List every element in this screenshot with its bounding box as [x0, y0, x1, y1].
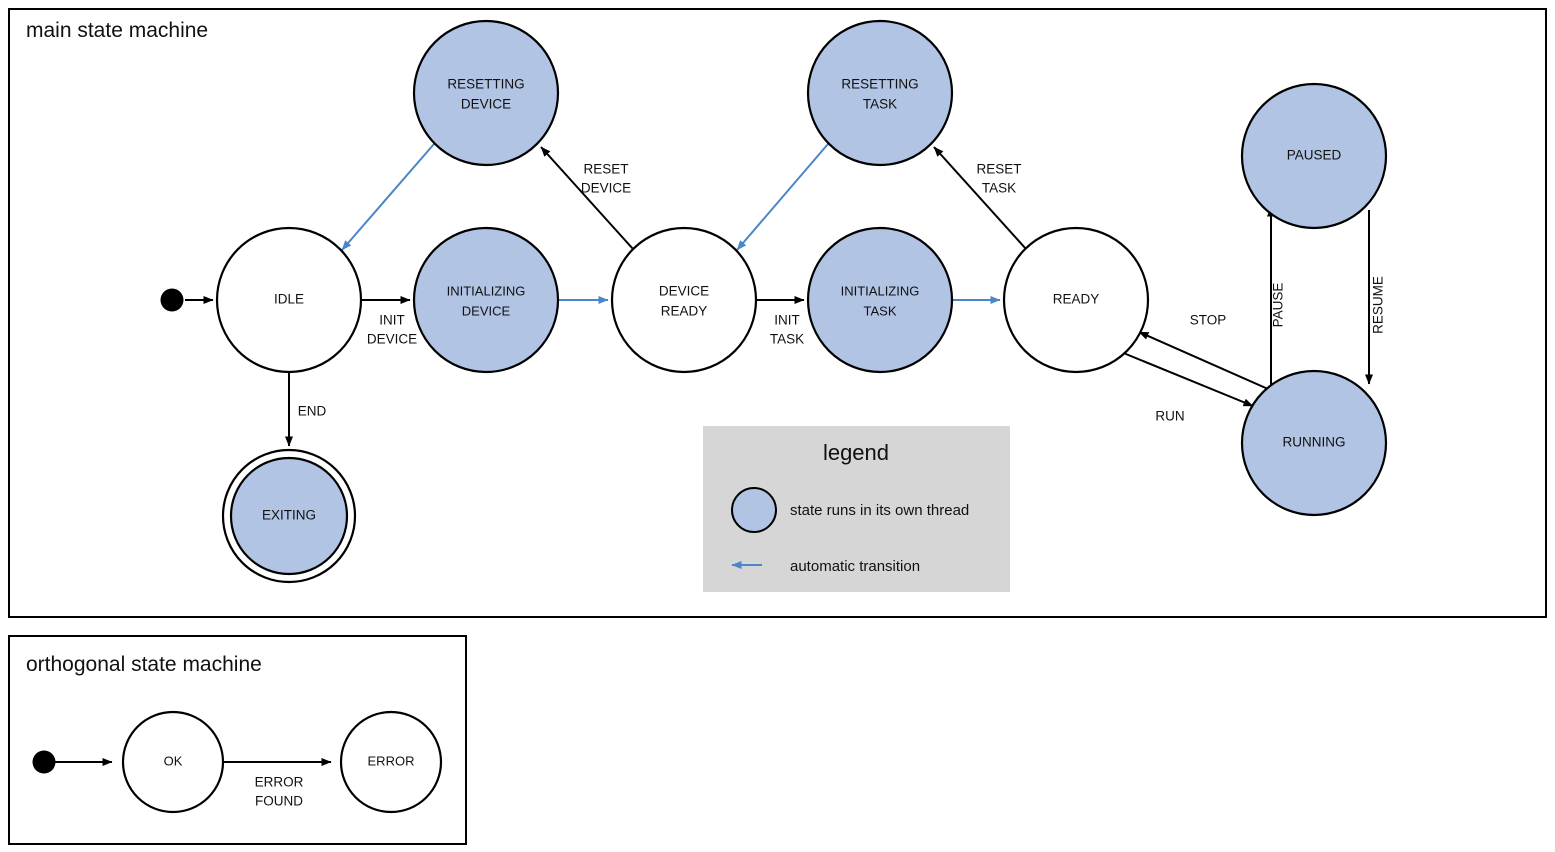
state-ready-label: READY: [1053, 292, 1100, 307]
transition-ready-to-running: [1120, 351, 1254, 407]
initial-state-dot[interactable]: [160, 288, 184, 312]
state-initializing-task[interactable]: INITIALIZING TASK: [806, 226, 954, 374]
state-exiting-label: EXITING: [262, 508, 316, 523]
transition-label-reset-task-line1: RESET: [976, 162, 1021, 177]
transition-label-resume: RESUME: [1371, 276, 1386, 334]
transition-label-reset-task-line2: TASK: [982, 181, 1016, 196]
state-ok-label: OK: [164, 753, 183, 768]
state-resetting-device-label-line1: RESETTING: [447, 77, 524, 92]
state-resetting-task-circle[interactable]: [806, 19, 954, 167]
state-initializing-device-label-line1: INITIALIZING: [447, 283, 526, 298]
state-exiting-outer-ring: [221, 448, 357, 584]
transition-label-init-task-line2: TASK: [770, 332, 804, 347]
state-running[interactable]: RUNNING: [1240, 369, 1388, 517]
state-device-ready-circle[interactable]: [610, 226, 758, 374]
legend-title: legend: [823, 440, 889, 465]
state-idle-label: IDLE: [274, 292, 304, 307]
state-ok[interactable]: OK: [121, 710, 225, 814]
state-ready[interactable]: READY: [1002, 226, 1150, 374]
transition-resetting-task-to-device-ready: [736, 143, 829, 251]
state-paused-label: PAUSED: [1287, 148, 1342, 163]
state-resetting-task[interactable]: RESETTING TASK: [806, 19, 954, 167]
state-paused[interactable]: PAUSED: [1240, 82, 1388, 230]
state-initializing-task-label-line2: TASK: [864, 303, 897, 318]
state-idle[interactable]: IDLE: [215, 226, 363, 374]
state-exiting-circle[interactable]: [229, 456, 349, 576]
orthogonal-state-machine-title: orthogonal state machine: [26, 653, 262, 676]
transition-label-error-found-line2: FOUND: [255, 794, 303, 809]
state-running-label: RUNNING: [1283, 435, 1346, 450]
state-ok-circle[interactable]: [121, 710, 225, 814]
transition-label-init-device-line1: INIT: [379, 313, 405, 328]
state-initializing-device-label-line2: DEVICE: [462, 303, 511, 318]
state-resetting-device-circle[interactable]: [412, 19, 560, 167]
transition-label-end: END: [298, 404, 327, 419]
transition-label-stop: STOP: [1190, 313, 1227, 328]
state-running-circle[interactable]: [1240, 369, 1388, 517]
transition-label-init-task-line1: INIT: [774, 313, 800, 328]
orthogonal-initial-state-dot[interactable]: [32, 750, 56, 774]
orthogonal-state-machine-panel: orthogonal state machine ERROR FOUND OK …: [8, 635, 467, 845]
state-resetting-task-label-line2: TASK: [863, 97, 897, 112]
transition-label-run: RUN: [1155, 409, 1184, 424]
main-transitions: INIT DEVICE END RESET DEVICE INIT TASK: [185, 143, 1386, 447]
state-initializing-task-label-line1: INITIALIZING: [841, 283, 920, 298]
state-idle-circle[interactable]: [215, 226, 363, 374]
legend-item-threaded-state-label: state runs in its own thread: [790, 502, 969, 519]
legend-threaded-state-swatch-icon: [731, 487, 777, 533]
state-initializing-task-circle[interactable]: [806, 226, 954, 374]
transition-label-init-device-line2: DEVICE: [367, 332, 417, 347]
transition-label-reset-device-line1: RESET: [583, 162, 628, 177]
state-initializing-device[interactable]: INITIALIZING DEVICE: [412, 226, 560, 374]
transition-label-pause: PAUSE: [1271, 283, 1286, 328]
transition-label-reset-device-line2: DEVICE: [581, 181, 631, 196]
state-initializing-device-circle[interactable]: [412, 226, 560, 374]
transition-resetting-device-to-idle: [341, 143, 435, 251]
state-paused-circle[interactable]: [1240, 82, 1388, 230]
state-error-circle[interactable]: [339, 710, 443, 814]
legend-item-automatic-transition-label: automatic transition: [790, 558, 920, 575]
transition-label-error-found-line1: ERROR: [255, 775, 304, 790]
state-device-ready[interactable]: DEVICE READY: [610, 226, 758, 374]
main-state-machine-title: main state machine: [26, 19, 208, 42]
state-device-ready-label-line2: READY: [661, 304, 708, 319]
transition-device-ready-to-resetting-device: [540, 146, 634, 250]
state-error-label: ERROR: [368, 753, 415, 768]
state-resetting-device[interactable]: RESETTING DEVICE: [412, 19, 560, 167]
transition-running-to-ready: [1138, 331, 1269, 390]
state-resetting-task-label-line1: RESETTING: [841, 77, 918, 92]
state-error[interactable]: ERROR: [339, 710, 443, 814]
state-exiting[interactable]: EXITING: [221, 448, 357, 584]
legend: legend state runs in its own thread auto…: [703, 426, 1010, 592]
state-device-ready-label-line1: DEVICE: [659, 284, 709, 299]
state-ready-circle[interactable]: [1002, 226, 1150, 374]
transition-ready-to-resetting-task: [933, 146, 1027, 250]
state-resetting-device-label-line2: DEVICE: [461, 97, 511, 112]
main-states: IDLE RESETTING DEVICE INITIALIZING DEVIC…: [160, 19, 1388, 584]
